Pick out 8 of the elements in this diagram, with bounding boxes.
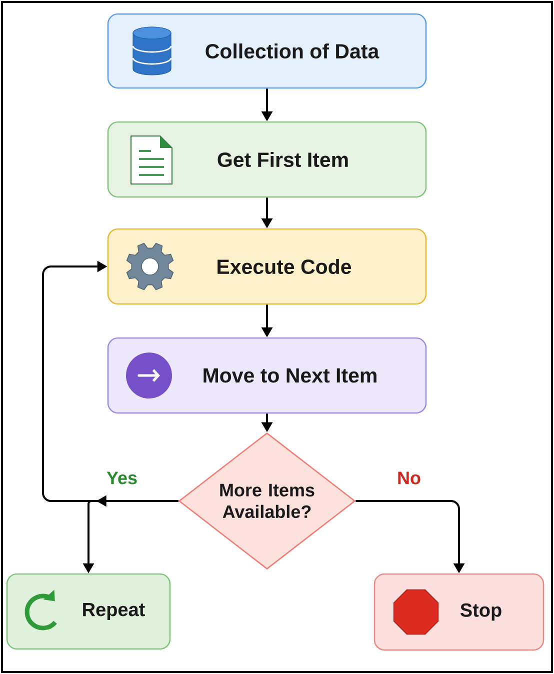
process-box: Repeat bbox=[6, 573, 171, 650]
process-box: Move to Next Item bbox=[107, 337, 427, 414]
process-box: Get First Item bbox=[107, 121, 427, 198]
arrow bbox=[42, 260, 178, 502]
process-box: Execute Code bbox=[107, 228, 427, 305]
edge-label: No bbox=[396, 470, 422, 486]
process-box: Collection of Data bbox=[107, 13, 427, 89]
edge-label: Yes bbox=[105, 470, 139, 486]
